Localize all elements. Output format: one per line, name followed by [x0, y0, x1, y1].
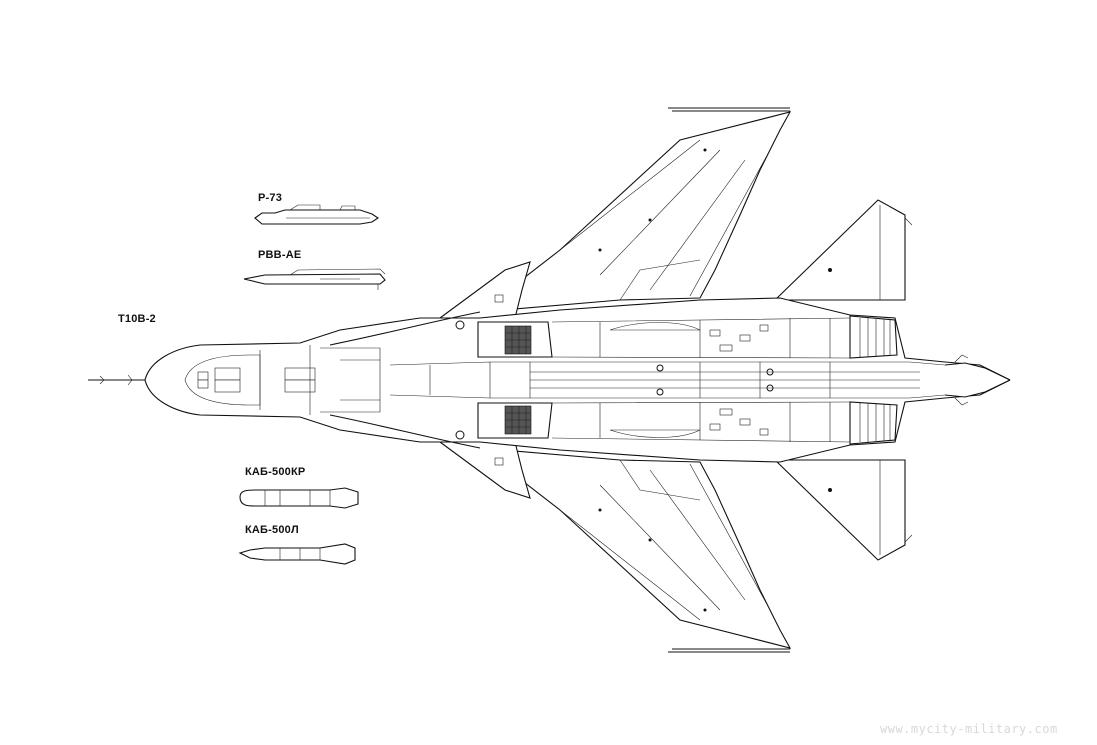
rvv-ae-missile-drawing: [243, 268, 386, 290]
kab500l-bomb-drawing: [238, 543, 356, 565]
watermark: www.mycity-military.com: [880, 722, 1058, 736]
aircraft-designation-label: Т10В-2: [118, 313, 156, 325]
kab500kr-label: КАБ-500КР: [245, 466, 306, 478]
kab500l-label: КАБ-500Л: [245, 524, 299, 536]
r73-label: Р-73: [258, 192, 283, 204]
r73-missile-drawing: [254, 204, 379, 225]
rvv-ae-label: РВВ-АЕ: [258, 249, 302, 261]
kab500kr-bomb-drawing: [239, 487, 359, 509]
